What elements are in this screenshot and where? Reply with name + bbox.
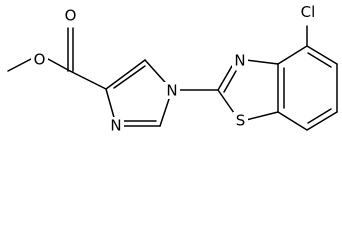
bond-c6-c7-benz [306,111,338,131]
benzene-ring [277,25,338,131]
atom-o-methoxy: O [34,51,46,69]
thiazole-ring [217,59,279,121]
bond-carbonyl-ring [69,70,107,90]
atom-cl: Cl [301,3,316,21]
bond-c7-c7a [277,111,308,131]
bond-c2-n [217,65,233,91]
bond-s-c7a [245,111,279,121]
bond-c4-c5-benz [306,45,338,65]
bond-c4-c5-benz-inner [307,52,332,68]
bond-c3a-c4 [277,45,308,65]
bond-n-c3a [245,59,279,65]
bond-c2-n-inner [223,70,237,93]
atom-labels: O O N N N S Cl [31,3,320,135]
atom-n-imidazole-3: N [110,117,121,135]
atom-o-carbonyl: O [65,7,77,25]
bond-c4-c5 [105,59,146,90]
chemical-structure-diagram: O O N N N S Cl [7,3,338,135]
methyl-ester-group [7,27,107,90]
bond-o-carbonyl-carbon [47,58,71,72]
bond-n3-c4 [105,88,116,122]
bond-c2-s [217,89,235,114]
bond-methyl-o [7,58,32,72]
atom-n-imidazole-1: N [166,82,177,100]
atom-s-thiazole: S [236,112,246,130]
atom-n-thiazole: N [234,52,245,70]
bond-c4-c5-inner [113,65,146,89]
bond-c6-c7-benz-inner [307,108,332,124]
